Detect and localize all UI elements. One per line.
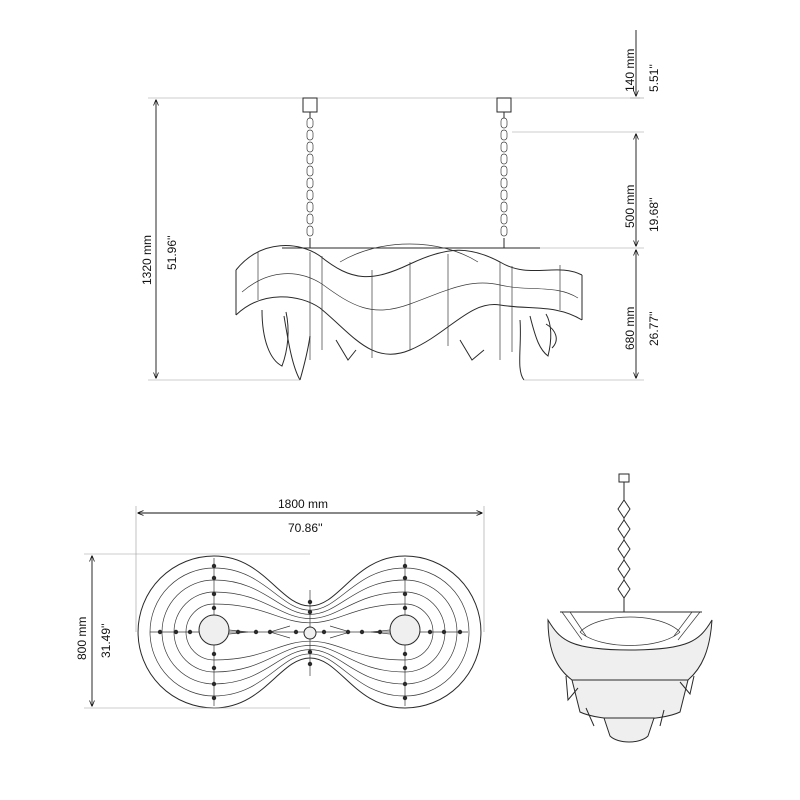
side-canopy [618,473,630,483]
dim-width-mm: 800 mm [75,617,89,660]
canopy-right [496,97,512,113]
chain-link [500,177,508,189]
lamp-right [389,614,421,646]
side-chain [617,499,631,600]
chain-right [500,112,508,248]
chain-link [306,141,314,153]
chain-link [306,117,314,129]
chain-link [306,165,314,177]
dim-chain-mm: 500 mm [623,185,637,228]
plan-ring [137,555,482,709]
chain-link [617,499,631,519]
dim-top-gap-inch: 5.51'' [647,64,661,92]
side-bottom-cup [603,717,655,743]
chain-link [306,201,314,213]
dim-chain-inch: 19.68'' [647,197,661,232]
chain-link [617,559,631,579]
chain-link [306,189,314,201]
lower-blades [261,309,557,381]
panel-seams [257,252,561,360]
chain-link [500,213,508,225]
dim-total-height-inch: 51.96'' [165,235,179,270]
chain-link [500,225,508,237]
dim-length-inch: 70.86'' [288,521,323,535]
dim-total-height-mm: 1320 mm [140,235,154,285]
dim-width-inch: 31.49'' [99,623,113,658]
chain-link [306,153,314,165]
chain-link [306,213,314,225]
chain-link [617,539,631,559]
chain-link [617,579,631,599]
side-view [547,473,713,743]
lamp-left [198,614,230,646]
chain-left [306,112,314,248]
dim-body-mm: 680 mm [623,307,637,350]
chain-link [500,189,508,201]
chain-link [500,153,508,165]
chain-link [500,117,508,129]
wave-band-top [235,245,583,278]
side-blades [565,675,695,727]
side-lower-shade [571,679,689,720]
chain-link [306,177,314,189]
chain-link [306,129,314,141]
chain-link [500,165,508,177]
chain-link [500,201,508,213]
chain-link [306,225,314,237]
front-elevation-view: 140 mm 5.51'' 500 mm 19.68'' 680 mm 26.7… [140,30,661,381]
mounting-dots [157,563,463,701]
plan-view: 1800 mm 70.86'' 800 mm 31.49'' [75,497,485,709]
chain-link [500,129,508,141]
center-hub [303,626,317,640]
side-bowl [547,618,713,681]
dim-length-mm: 1800 mm [278,497,328,511]
inner-band [339,243,479,263]
chain-link [500,141,508,153]
canopy-left [302,97,318,113]
chain-link [617,519,631,539]
dim-top-gap-mm: 140 mm [623,49,637,92]
dim-body-inch: 26.77'' [647,311,661,346]
